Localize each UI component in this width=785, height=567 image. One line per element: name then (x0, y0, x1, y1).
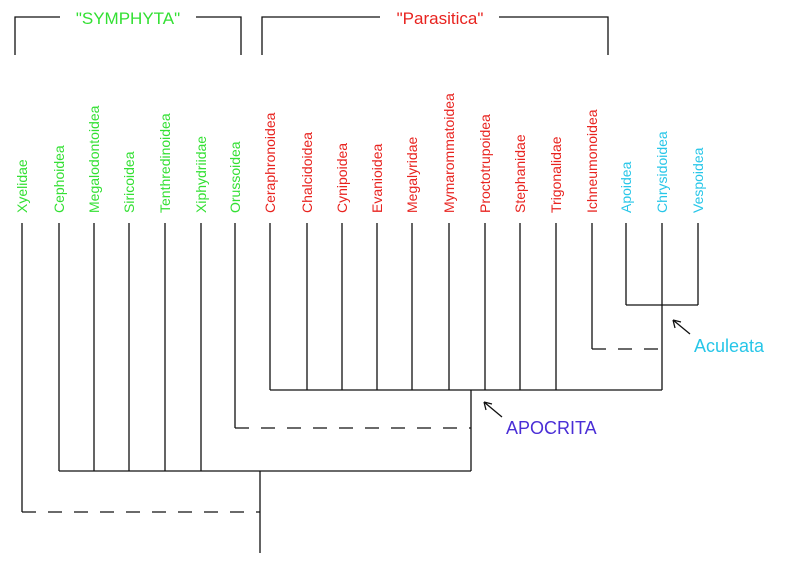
taxon-label-mymarommatoidea: Mymarommatoidea (441, 93, 457, 213)
taxon-label-xiphydriidae: Xiphydriidae (193, 136, 209, 213)
taxon-label-cephoidea: Cephoidea (51, 145, 67, 213)
aculeata-label: Aculeata (694, 336, 765, 356)
taxon-label-ichneumonoidea: Ichneumonoidea (584, 109, 600, 213)
taxon-label-chalcidoidea: Chalcidoidea (299, 132, 315, 213)
taxon-label-chrysidoidea: Chrysidoidea (654, 131, 670, 213)
aculeata-label-group: Aculeata (672, 319, 765, 356)
taxon-label-tenthredinoidea: Tenthredinoidea (157, 113, 173, 213)
taxon-label-cynipoidea: Cynipoidea (334, 143, 350, 213)
apocrita-label-group: APOCRITA (483, 401, 597, 438)
apocrita-label: APOCRITA (506, 418, 597, 438)
taxa-layer: Xyelidae Cephoidea Megalodontoidea Siricoid… (14, 93, 706, 512)
aculeata-arrow (672, 319, 691, 335)
taxon-label-apoidea: Apoidea (618, 161, 634, 213)
taxon-label-vespoidea: Vespoidea (690, 147, 706, 213)
parasitica-bracket: "Parasitica" (261, 9, 609, 55)
symphyta-bracket: "SYMPHYTA" (14, 9, 242, 55)
taxon-label-megalodontoidea: Megalodontoidea (86, 105, 102, 213)
parasitica-title: "Parasitica" (397, 9, 484, 28)
taxon-label-evanioidea: Evanioidea (369, 144, 385, 213)
taxon-label-stephanidae: Stephanidae (512, 134, 528, 213)
taxon-label-proctotrupoidea: Proctotrupoidea (477, 114, 493, 213)
symphyta-title: "SYMPHYTA" (76, 9, 180, 28)
taxon-label-ceraphronoidea: Ceraphronoidea (262, 112, 278, 213)
apocrita-arrow (483, 401, 503, 418)
taxon-label-megalyridae: Megalyridae (404, 137, 420, 213)
taxon-label-orussoidea: Orussoidea (227, 141, 243, 213)
taxon-label-siricoidea: Siricoidea (121, 151, 137, 213)
taxon-label-xyelidae: Xyelidae (14, 159, 30, 213)
tree-structure (22, 304, 698, 553)
taxon-label-trigonalidae: Trigonalidae (548, 136, 564, 213)
